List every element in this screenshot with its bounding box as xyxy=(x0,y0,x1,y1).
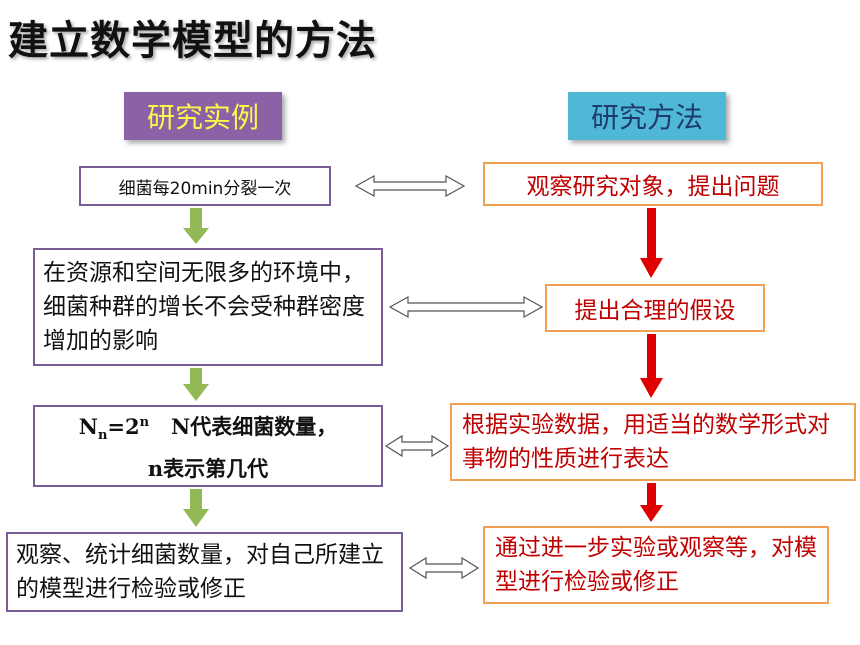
double-arrow-4 xyxy=(408,556,480,580)
method-step-1-text: 观察研究对象，提出问题 xyxy=(526,174,780,200)
right-down-arrow-1 xyxy=(640,208,663,278)
header-research-examples: 研究实例 xyxy=(124,92,282,140)
example-step-3: Nn=2n N代表细菌数量， n表示第几代 xyxy=(33,405,383,487)
left-down-arrow-1 xyxy=(183,208,209,244)
method-step-4-text: 通过进一步实验或观察等，对模型进行检验或修正 xyxy=(495,535,817,595)
double-arrow-3 xyxy=(384,434,450,458)
double-arrow-2 xyxy=(388,295,544,319)
example-step-4-text: 观察、统计细菌数量，对自己所建立的模型进行检验或修正 xyxy=(16,542,384,602)
method-step-3-text: 根据实验数据，用适当的数学形式对事物的性质进行表达 xyxy=(462,412,830,472)
model-formula: Nn=2n N代表细菌数量， xyxy=(78,414,338,444)
model-formula-line2: n表示第几代 xyxy=(147,455,269,481)
method-step-2-text: 提出合理的假设 xyxy=(574,298,736,324)
example-step-4: 观察、统计细菌数量，对自己所建立的模型进行检验或修正 xyxy=(6,532,403,612)
example-step-1-text: 细菌每20min分裂一次 xyxy=(118,178,292,199)
example-step-2-text: 在资源和空间无限多的环境中，细菌种群的增长不会受种群密度增加的影响 xyxy=(43,260,365,354)
right-down-arrow-3 xyxy=(640,483,663,522)
left-down-arrow-2 xyxy=(183,368,209,401)
page-title: 建立数学模型的方法 xyxy=(8,18,377,64)
example-step-2: 在资源和空间无限多的环境中，细菌种群的增长不会受种群密度增加的影响 xyxy=(33,248,383,366)
left-down-arrow-3 xyxy=(183,489,209,527)
double-arrow-1 xyxy=(354,174,466,198)
method-step-1: 观察研究对象，提出问题 xyxy=(483,162,823,206)
example-step-1: 细菌每20min分裂一次 xyxy=(79,166,331,206)
method-step-3: 根据实验数据，用适当的数学形式对事物的性质进行表达 xyxy=(450,403,856,481)
header-research-methods: 研究方法 xyxy=(568,92,726,140)
right-down-arrow-2 xyxy=(640,334,663,398)
method-step-2: 提出合理的假设 xyxy=(545,284,765,332)
method-step-4: 通过进一步实验或观察等，对模型进行检验或修正 xyxy=(483,526,829,604)
